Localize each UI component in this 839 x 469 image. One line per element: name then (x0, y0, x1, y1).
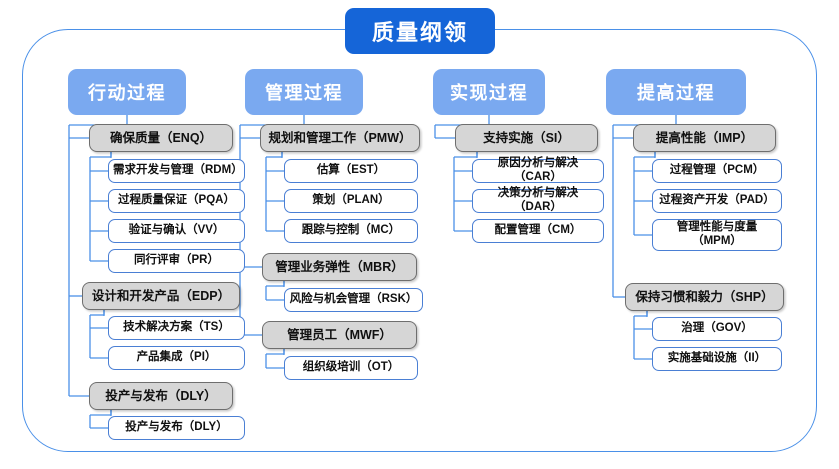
leaf-3-1-1[interactable]: 实施基础设施（II） (652, 347, 782, 371)
leaf-0-0-1[interactable]: 过程质量保证（PQA） (108, 189, 245, 213)
leaf-3-0-2[interactable]: 管理性能与度量（MPM） (652, 219, 782, 251)
column-header-2[interactable]: 实现过程 (433, 69, 545, 115)
group-title-3-0[interactable]: 提高性能（IMP） (633, 124, 776, 152)
leaf-1-1-0[interactable]: 风险与机会管理（RSK） (284, 288, 423, 312)
column-header-1[interactable]: 管理过程 (245, 69, 363, 115)
leaf-0-0-2[interactable]: 验证与确认（VV） (108, 219, 245, 243)
root-title[interactable]: 质量纲领 (345, 8, 495, 54)
leaf-1-0-2[interactable]: 跟踪与控制（MC） (284, 219, 418, 243)
leaf-0-1-0[interactable]: 技术解决方案（TS） (108, 316, 245, 340)
group-title-0-0[interactable]: 确保质量（ENQ） (89, 124, 233, 152)
group-title-0-1[interactable]: 设计和开发产品（EDP） (82, 282, 240, 310)
group-title-3-1[interactable]: 保持习惯和毅力（SHP） (625, 283, 784, 311)
leaf-0-0-0[interactable]: 需求开发与管理（RDM） (108, 159, 245, 183)
group-title-2-0[interactable]: 支持实施（SI） (455, 124, 598, 152)
group-title-1-0[interactable]: 规划和管理工作（PMW） (260, 124, 420, 152)
leaf-1-0-0[interactable]: 估算（EST） (284, 159, 418, 183)
leaf-0-2-0[interactable]: 投产与发布（DLY） (108, 416, 245, 440)
leaf-1-2-0[interactable]: 组织级培训（OT） (284, 356, 418, 380)
leaf-2-0-1[interactable]: 决策分析与解决（DAR） (472, 187, 604, 213)
column-header-0[interactable]: 行动过程 (68, 69, 186, 115)
leaf-2-0-0[interactable]: 原因分析与解决（CAR） (472, 157, 604, 183)
leaf-3-0-1[interactable]: 过程资产开发（PAD） (652, 189, 782, 213)
group-title-1-2[interactable]: 管理员工（MWF） (262, 321, 417, 349)
column-header-3[interactable]: 提高过程 (606, 69, 746, 115)
leaf-2-0-2[interactable]: 配置管理（CM） (472, 219, 604, 243)
leaf-0-1-1[interactable]: 产品集成（PI） (108, 346, 245, 370)
leaf-0-0-3[interactable]: 同行评审（PR） (108, 249, 245, 273)
group-title-1-1[interactable]: 管理业务弹性（MBR） (262, 253, 417, 281)
leaf-1-0-1[interactable]: 策划（PLAN） (284, 189, 418, 213)
group-title-0-2[interactable]: 投产与发布（DLY） (89, 382, 233, 410)
leaf-3-0-0[interactable]: 过程管理（PCM） (652, 159, 782, 183)
leaf-3-1-0[interactable]: 治理（GOV） (652, 317, 782, 341)
